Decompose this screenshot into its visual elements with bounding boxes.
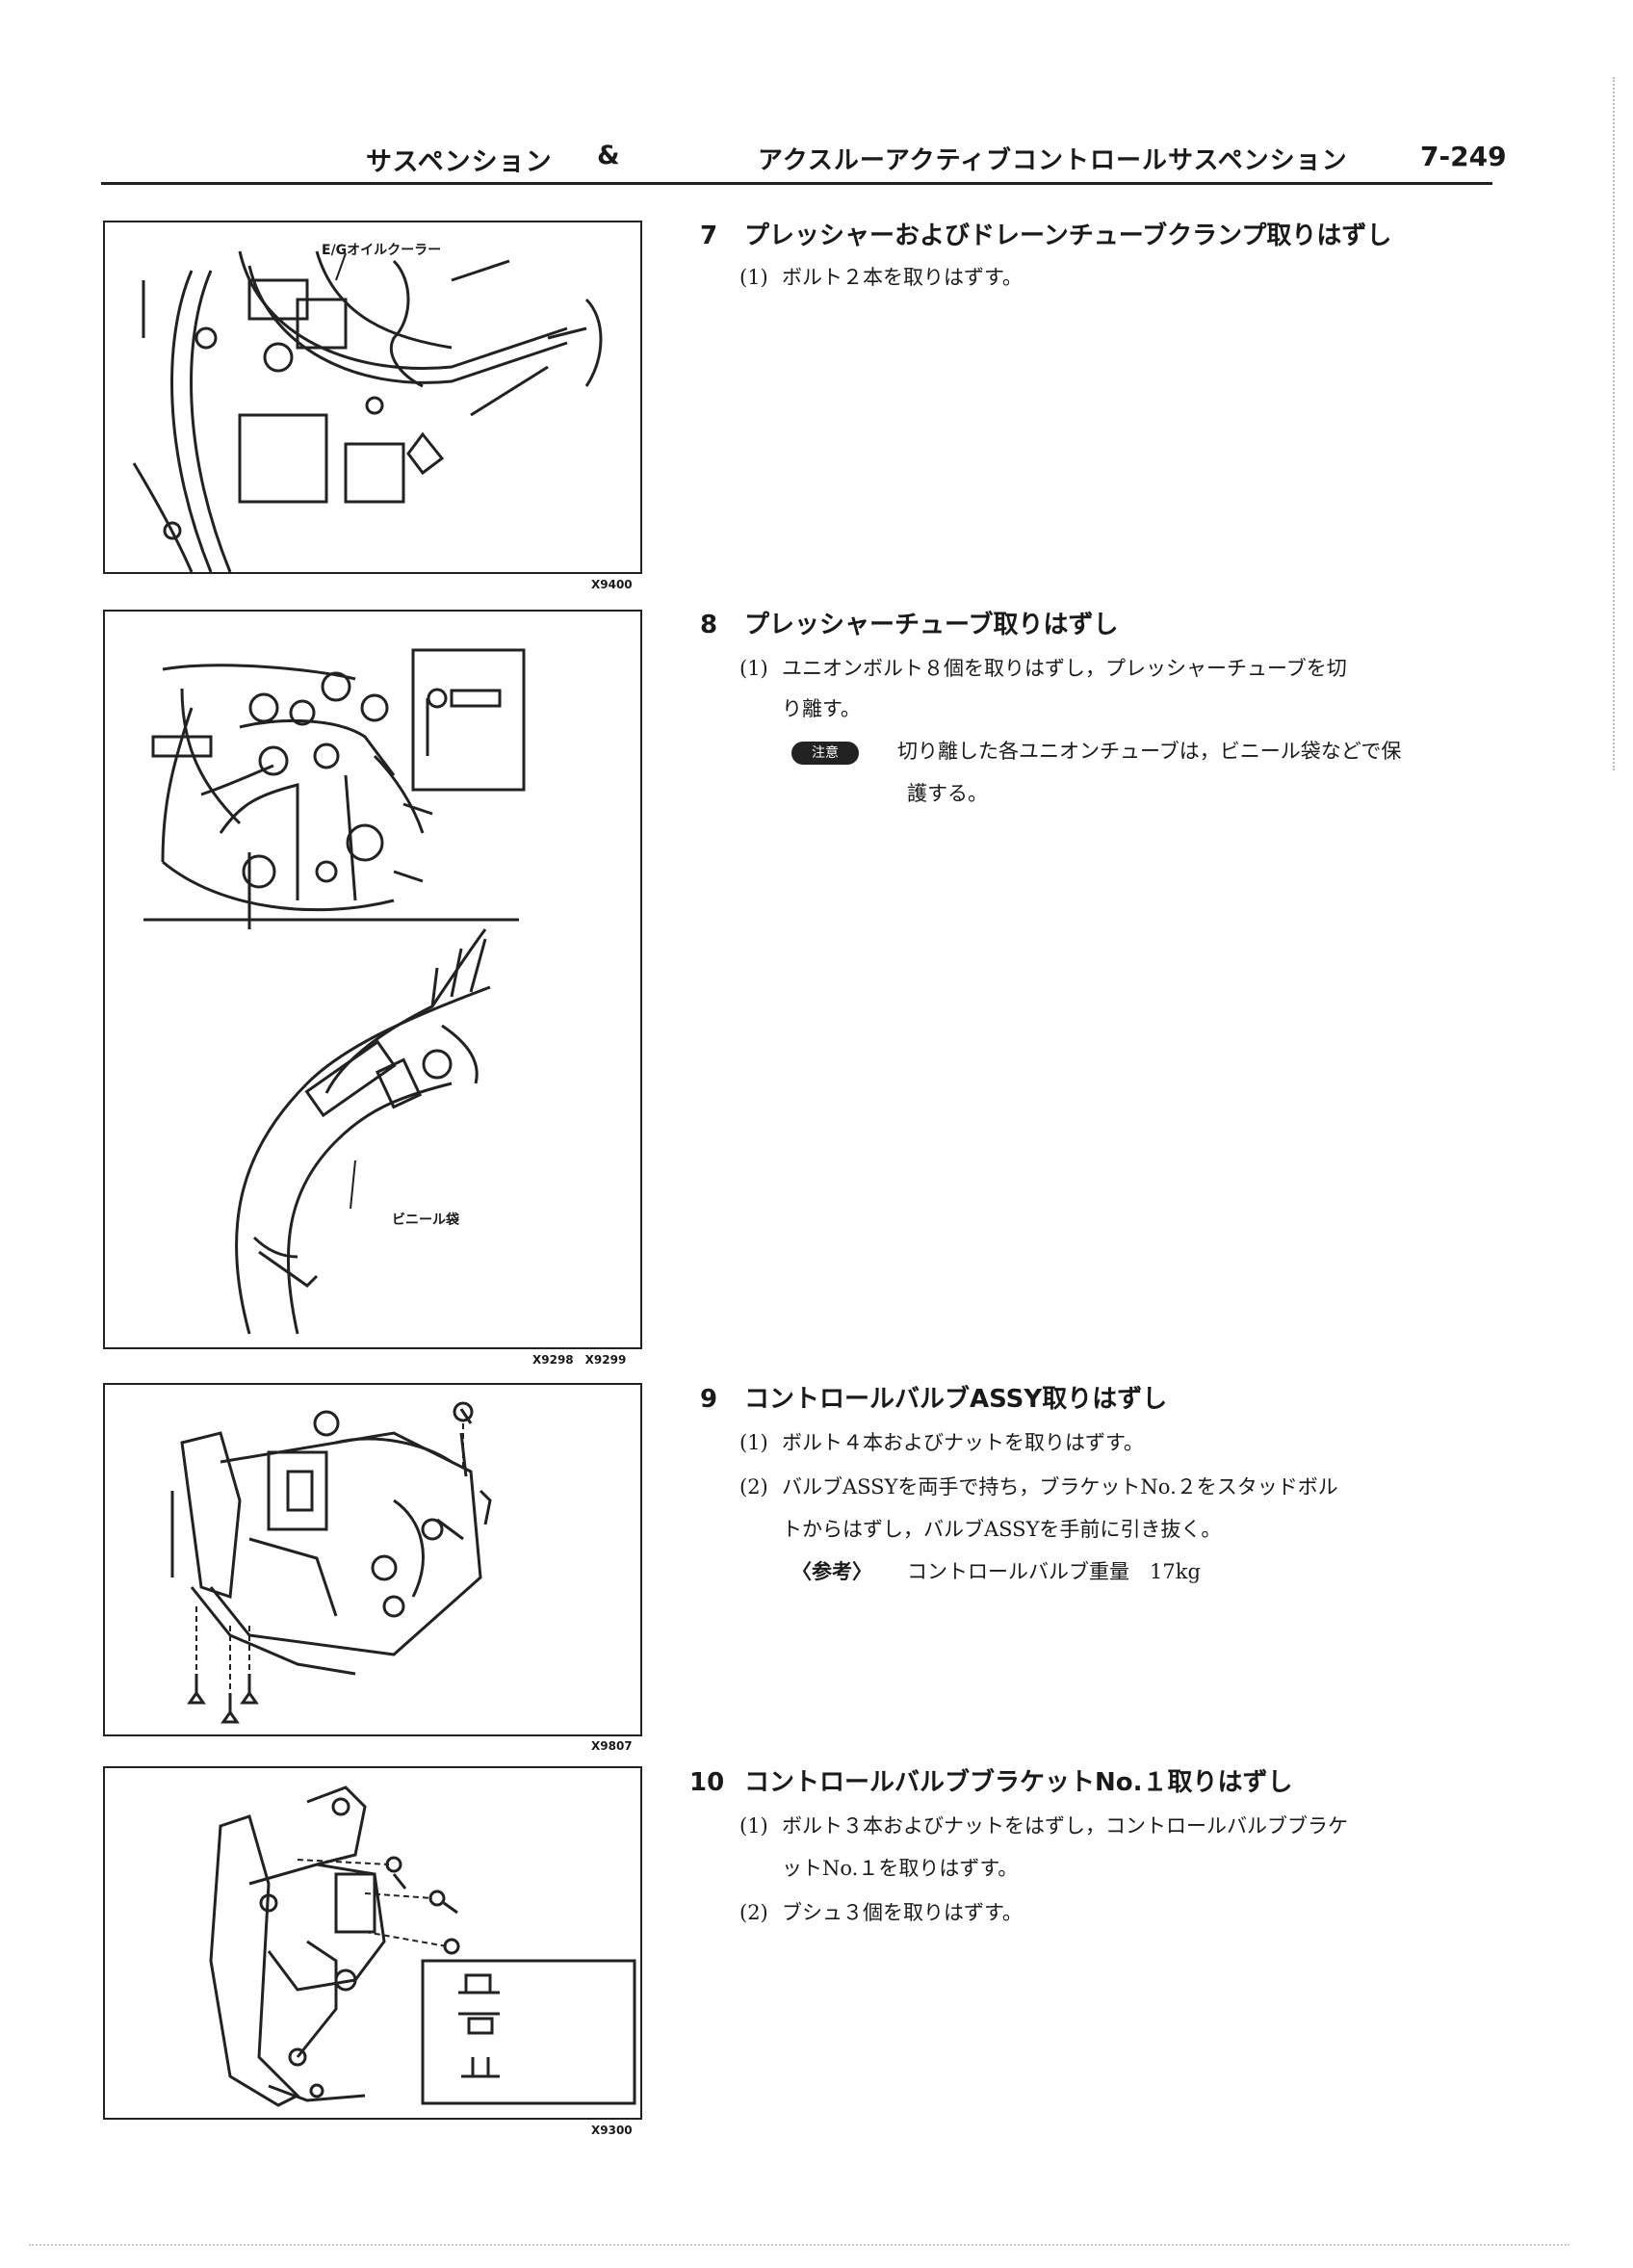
figure-valve-bracket [103, 1766, 642, 2120]
item-number: (1) [739, 1431, 768, 1454]
callout-vinyl-bag: ビニール袋 [392, 1212, 459, 1228]
step-9-item-2-cont: トからはずし，バルブASSYを手前に引き抜く。 [782, 1518, 1222, 1541]
pressure-tube-illustration [143, 648, 526, 1335]
step-10-title: 10 コントロールバルブブラケットNo.１取りはずし [689, 1762, 1293, 1798]
step-title-text: コントロールバルブASSY取りはずし [744, 1385, 1168, 1414]
header-rule [101, 182, 1492, 185]
step-8-note: 注意 切り離した各ユニオンチューブは，ビニール袋などで保 [791, 736, 1401, 765]
step-7-item-1: (1) ボルト２本を取りはずす。 [739, 262, 1023, 291]
control-valve-illustration [170, 1401, 492, 1724]
step-9-reference: 〈参考〉 コントロールバルブ重量 17kg [791, 1556, 1201, 1585]
item-text: ボルト４本およびナットを取りはずす。 [782, 1431, 1144, 1454]
step-10-item-2: (2) ブシュ３個を取りはずす。 [739, 1897, 1023, 1926]
step-7-title: 7 プレッシャーおよびドレーンチューブクランプ取りはずし [700, 216, 1391, 251]
figure-code: X9298 X9299 [532, 1353, 627, 1367]
step-8-note-cont: 護する。 [907, 782, 988, 805]
figure-oil-cooler: E/Gオイルクーラー [103, 221, 642, 574]
step-8-title: 8 プレッシャーチューブ取りはずし [700, 605, 1118, 640]
note-text: 切り離した各ユニオンチューブは，ビニール袋などで保 [897, 740, 1402, 763]
figure-code: X9400 [591, 578, 633, 591]
item-number: (1) [739, 657, 768, 680]
item-text: ボルト３本およびナットをはずし，コントロールバルブブラケ [782, 1814, 1348, 1838]
item-text: ユニオンボルト８個を取りはずし，プレッシャーチューブを切 [782, 657, 1347, 680]
figure-code: X9807 [591, 1739, 633, 1753]
step-9-title: 9 コントロールバルブASSY取りはずし [700, 1379, 1167, 1415]
header-title-right: アクスルーアクティブコントロールサスペンション [758, 146, 1348, 175]
scan-edge-line [1613, 77, 1615, 770]
caution-badge: 注意 [791, 741, 859, 765]
step-number: 8 [700, 611, 718, 639]
item-number: (2) [739, 1901, 768, 1924]
valve-bracket-illustration [209, 1786, 636, 2107]
item-number: (1) [739, 266, 768, 289]
item-number: (1) [739, 1814, 768, 1838]
step-9-item-1: (1) ボルト４本およびナットを取りはずす。 [739, 1427, 1144, 1456]
item-number: (2) [739, 1475, 768, 1499]
figure-code: X9300 [591, 2124, 633, 2137]
item-text: バルブASSYを両手で持ち，ブラケットNo.２をスタッドボル [782, 1475, 1338, 1499]
item-text: ボルト２本を取りはずす。 [782, 266, 1023, 289]
scan-bottom-line [29, 2244, 1569, 2246]
header-ampersand: & [597, 141, 621, 170]
reference-text: コントロールバルブ重量 17kg [907, 1560, 1201, 1583]
page-number: 7-249 [1420, 141, 1507, 172]
step-title-text: プレッシャーチューブ取りはずし [744, 611, 1119, 639]
step-title-text: コントロールバルブブラケットNo.１取りはずし [744, 1768, 1293, 1797]
step-10-item-1-cont: ットNo.１を取りはずす。 [782, 1857, 1019, 1880]
step-10-item-1: (1) ボルト３本およびナットをはずし，コントロールバルブブラケ [739, 1811, 1348, 1839]
item-text: ブシュ３個を取りはずす。 [782, 1901, 1023, 1924]
figure-control-valve [103, 1383, 642, 1736]
step-number: 9 [700, 1385, 718, 1414]
callout-oil-cooler: E/Gオイルクーラー [322, 243, 442, 258]
reference-label: 〈参考〉 [791, 1559, 872, 1583]
step-9-item-2: (2) バルブASSYを両手で持ち，ブラケットNo.２をスタッドボル [739, 1472, 1338, 1500]
step-8-item-1-cont: り離す。 [782, 697, 861, 720]
step-8-item-1: (1) ユニオンボルト８個を取りはずし，プレッシャーチューブを切 [739, 653, 1347, 682]
oil-cooler-illustration [132, 250, 603, 572]
figure-pressure-tube: ビニール袋 [103, 610, 642, 1349]
step-number: 10 [689, 1768, 725, 1797]
step-number: 7 [700, 222, 718, 250]
header-title-left: サスペンション [366, 147, 553, 177]
step-title-text: プレッシャーおよびドレーンチューブクランプ取りはずし [744, 222, 1392, 250]
